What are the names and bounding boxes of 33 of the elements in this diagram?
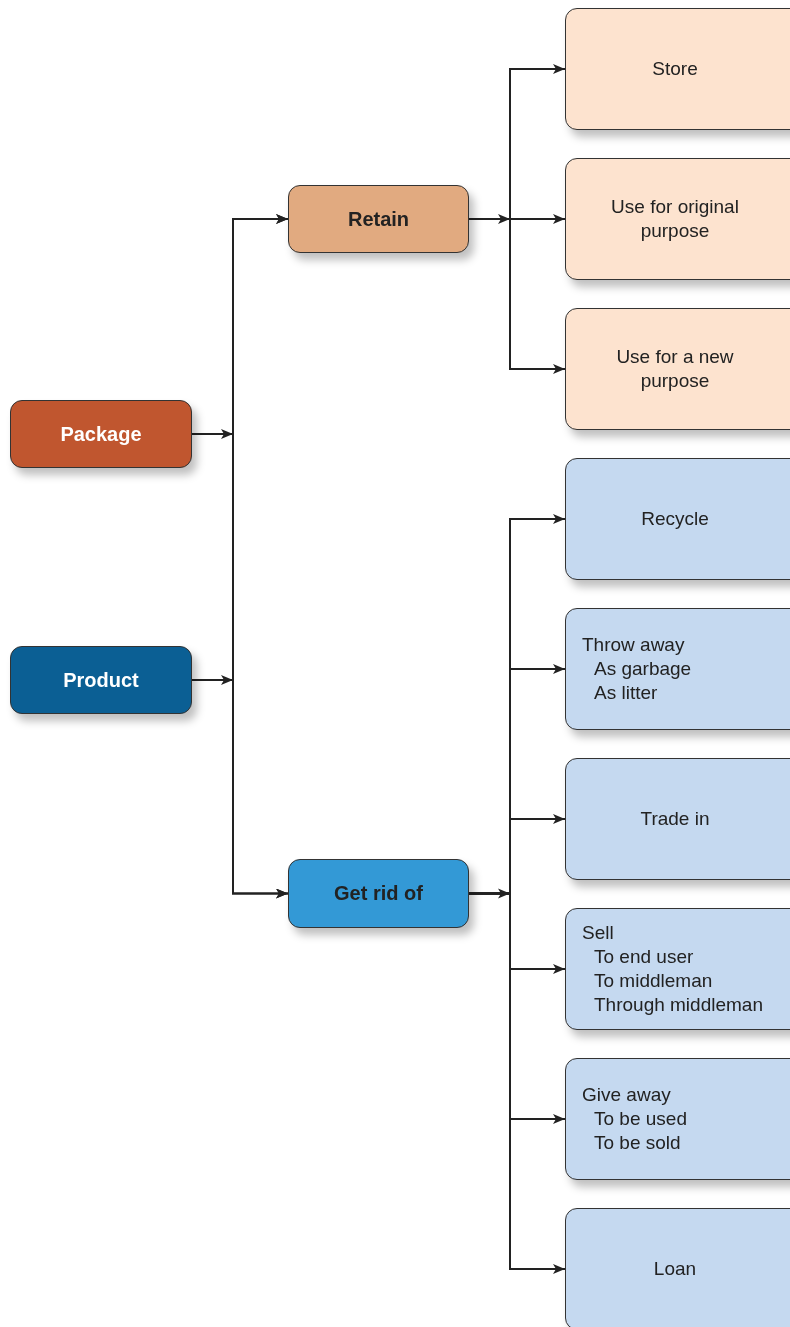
- outcome-box: [565, 8, 790, 130]
- box-label: Loan: [653, 1257, 697, 1281]
- process-box: [10, 400, 192, 468]
- list-item: To end user: [593, 945, 694, 969]
- box-label: Package: [60, 422, 142, 446]
- box-label: Product: [63, 668, 139, 692]
- process-box: [288, 859, 469, 928]
- list-item: Through middleman: [593, 993, 763, 1017]
- box-label: Get rid of: [334, 882, 423, 905]
- list-item: To be used: [593, 1107, 687, 1131]
- box-label: Recycle: [641, 507, 709, 531]
- box-label: Trade in: [640, 807, 710, 831]
- list-item: As garbage: [593, 657, 692, 681]
- list-heading: Give away: [582, 1083, 671, 1107]
- list-item: As litter: [593, 681, 658, 705]
- outcome-box: [565, 908, 790, 1030]
- outcome-box: [565, 758, 790, 880]
- outcome-box: [565, 308, 790, 430]
- outcome-box: [565, 458, 790, 580]
- box-label: Store: [652, 57, 698, 81]
- process-box: [288, 185, 469, 253]
- box-label: Use for a new purpose: [615, 345, 735, 393]
- outcome-box: [565, 608, 790, 730]
- box-label: Retain: [347, 207, 410, 231]
- process-box: [10, 646, 192, 714]
- list-item: To be sold: [593, 1131, 681, 1155]
- box-label: Use for original purpose: [610, 195, 740, 243]
- outcome-box: [565, 1058, 790, 1180]
- outcome-box: [565, 1208, 790, 1327]
- list-heading: Sell: [582, 921, 614, 945]
- outcome-box: [565, 158, 790, 280]
- list-heading: Throw away: [582, 633, 685, 657]
- list-item: To middleman: [593, 969, 713, 993]
